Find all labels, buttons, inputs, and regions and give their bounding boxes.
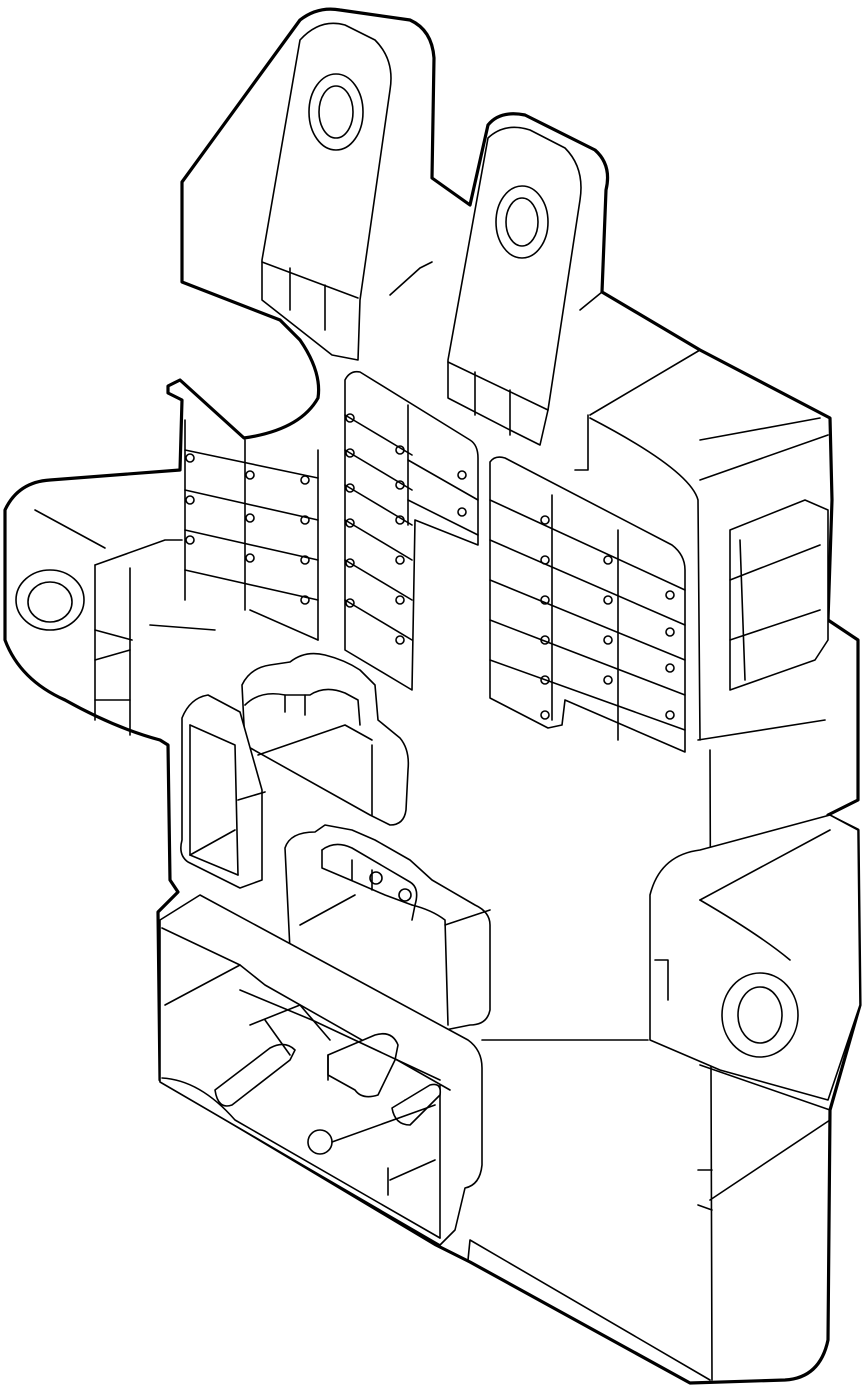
fuse-bank-center <box>344 370 479 691</box>
fuse-bank-left <box>184 419 319 641</box>
top-left-bracket-hole <box>308 73 364 151</box>
left-mounting-tab <box>15 509 216 736</box>
top-left-bracket <box>261 22 433 361</box>
fuse-bank-right <box>489 456 686 753</box>
left-connector <box>180 694 266 889</box>
right-side-panel <box>574 349 829 1381</box>
right-lower-mounting-ear <box>649 814 861 1211</box>
right-mounting-hole <box>721 972 799 1058</box>
relay-block <box>241 652 410 826</box>
top-right-bracket <box>447 126 603 446</box>
lower-body-surfaces <box>467 1039 711 1381</box>
bottom-connector <box>159 894 483 1246</box>
left-mounting-hole <box>15 569 85 631</box>
center-connector <box>284 824 491 1031</box>
top-right-bracket-hole <box>495 185 549 259</box>
